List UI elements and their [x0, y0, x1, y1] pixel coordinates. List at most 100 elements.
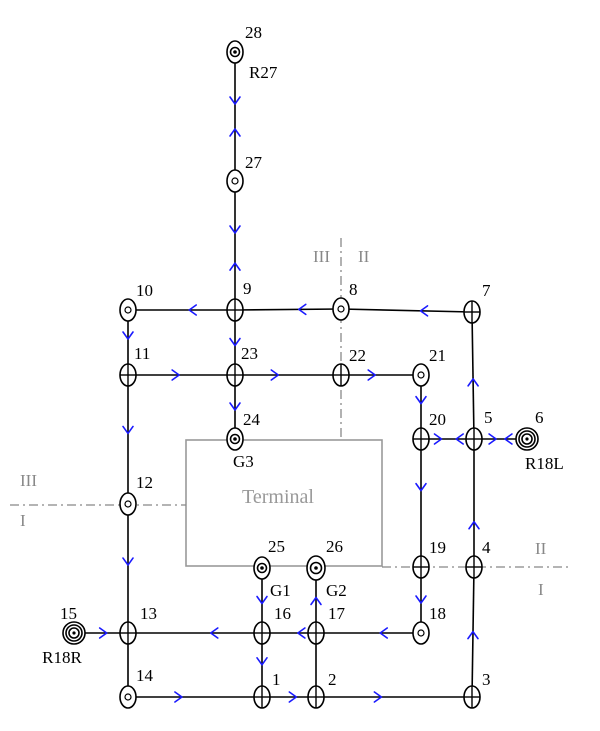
gate-center: [233, 437, 237, 441]
sector-label-i-left: I: [20, 511, 26, 530]
flow-arrow-12-13-down: [122, 557, 134, 566]
node-11: 11: [119, 344, 150, 387]
flow-arrow-2-3-right: [373, 691, 383, 703]
flow-arrow-20-5-right: [433, 433, 443, 445]
flow-arrow-7-5-up: [467, 378, 479, 387]
node-21: 21: [412, 346, 446, 387]
node-label-19: 19: [429, 538, 446, 557]
flow-arrow-28-27-up: [229, 128, 241, 137]
stop-dot: [417, 371, 425, 379]
flow-arrow-5-6-right: [488, 433, 497, 445]
flow-arrow-1-2-right: [288, 691, 298, 703]
flow-arrow-28-27-down: [229, 96, 241, 105]
node-tag-6: R18L: [525, 454, 564, 473]
node-label-23: 23: [241, 344, 258, 363]
flow-arrow-27-9-up: [229, 262, 241, 271]
node-3: 3: [463, 670, 491, 709]
node-label-20: 20: [429, 410, 446, 429]
node-label-1: 1: [272, 670, 281, 689]
node-label-14: 14: [136, 666, 154, 685]
node-4: 4: [465, 538, 491, 579]
gate-center: [233, 50, 237, 54]
node-label-11: 11: [134, 344, 150, 363]
stop-dot: [231, 177, 239, 185]
flow-arrow-4-3-up: [467, 630, 479, 640]
flow-arrow-27-9-down: [229, 225, 241, 234]
node-17: 17: [307, 604, 346, 645]
node-label-21: 21: [429, 346, 446, 365]
node-tag-15: R18R: [42, 648, 82, 667]
sector-label-ii-right: II: [535, 539, 547, 558]
stop-dot: [124, 500, 132, 508]
flow-arrow-11-23-right: [171, 369, 180, 381]
stop-dot: [417, 629, 425, 637]
terminal-box: [185, 439, 383, 567]
node-16: 16: [253, 604, 291, 645]
terminal-label: Terminal: [242, 486, 314, 508]
sector-label-ii-top: II: [358, 247, 370, 266]
flow-arrow-23-22-right: [270, 369, 280, 381]
node-tag-25: G1: [270, 581, 291, 600]
node-label-28: 28: [245, 23, 262, 42]
node-label-27: 27: [245, 153, 263, 172]
node-label-9: 9: [243, 279, 252, 298]
sector-label-i-right: I: [538, 580, 544, 599]
node-label-12: 12: [136, 473, 153, 492]
node-tag-24: G3: [233, 452, 254, 471]
terminal: Terminal: [185, 439, 383, 567]
node-label-2: 2: [328, 670, 337, 689]
gate-center: [314, 566, 318, 570]
flow-arrow-16-1-down: [256, 657, 268, 666]
runway-center: [525, 437, 529, 441]
node-label-13: 13: [140, 604, 157, 623]
node-2: 2: [307, 670, 337, 709]
edge-7-5: [471, 311, 475, 440]
node-22: 22: [332, 346, 366, 387]
node-tag-28: R27: [249, 63, 278, 82]
sector-boundaries: III I III II II I: [10, 238, 568, 599]
node-18: 18: [412, 604, 446, 645]
node-label-7: 7: [482, 281, 491, 300]
sector-label-iii-top: III: [313, 247, 330, 266]
taxiway-edges: [74, 52, 527, 698]
flow-arrow-9-8-left: [297, 303, 307, 316]
edge-8-7: [340, 308, 473, 313]
flow-arrows: [98, 96, 513, 703]
node-label-16: 16: [274, 604, 291, 623]
stop-dot: [337, 305, 345, 313]
flow-arrow-10-9-left: [188, 304, 197, 316]
edge-9-8: [234, 308, 342, 311]
flow-arrow-13-16-left: [209, 627, 219, 639]
node-tag-26: G2: [326, 581, 347, 600]
flow-arrow-25-16-down: [256, 595, 268, 605]
flow-arrow-5-6-left: [504, 433, 513, 445]
node-label-4: 4: [482, 538, 491, 557]
node-1: 1: [253, 670, 281, 709]
node-label-24: 24: [243, 410, 261, 429]
node-20: 20: [412, 410, 446, 451]
flow-arrow-17-18-left: [379, 627, 388, 639]
node-27: 27: [226, 153, 263, 193]
node-23: 23: [226, 344, 258, 387]
stop-dot: [124, 306, 132, 314]
flow-arrow-16-17-left: [297, 627, 306, 639]
flow-arrow-21-20-down: [415, 395, 427, 405]
node-8: 8: [332, 280, 358, 321]
node-7: 7: [463, 281, 491, 324]
flow-arrow-11-12-down: [122, 425, 134, 435]
node-5: 5: [465, 408, 493, 451]
node-12: 12: [119, 473, 153, 516]
flow-arrow-19-18-down: [415, 595, 427, 604]
node-label-22: 22: [349, 346, 366, 365]
node-label-3: 3: [482, 670, 491, 689]
sector-label-iii-left: III: [20, 471, 37, 490]
node-label-10: 10: [136, 281, 153, 300]
gate-center: [260, 566, 264, 570]
flow-arrow-20-19-down: [415, 482, 427, 492]
